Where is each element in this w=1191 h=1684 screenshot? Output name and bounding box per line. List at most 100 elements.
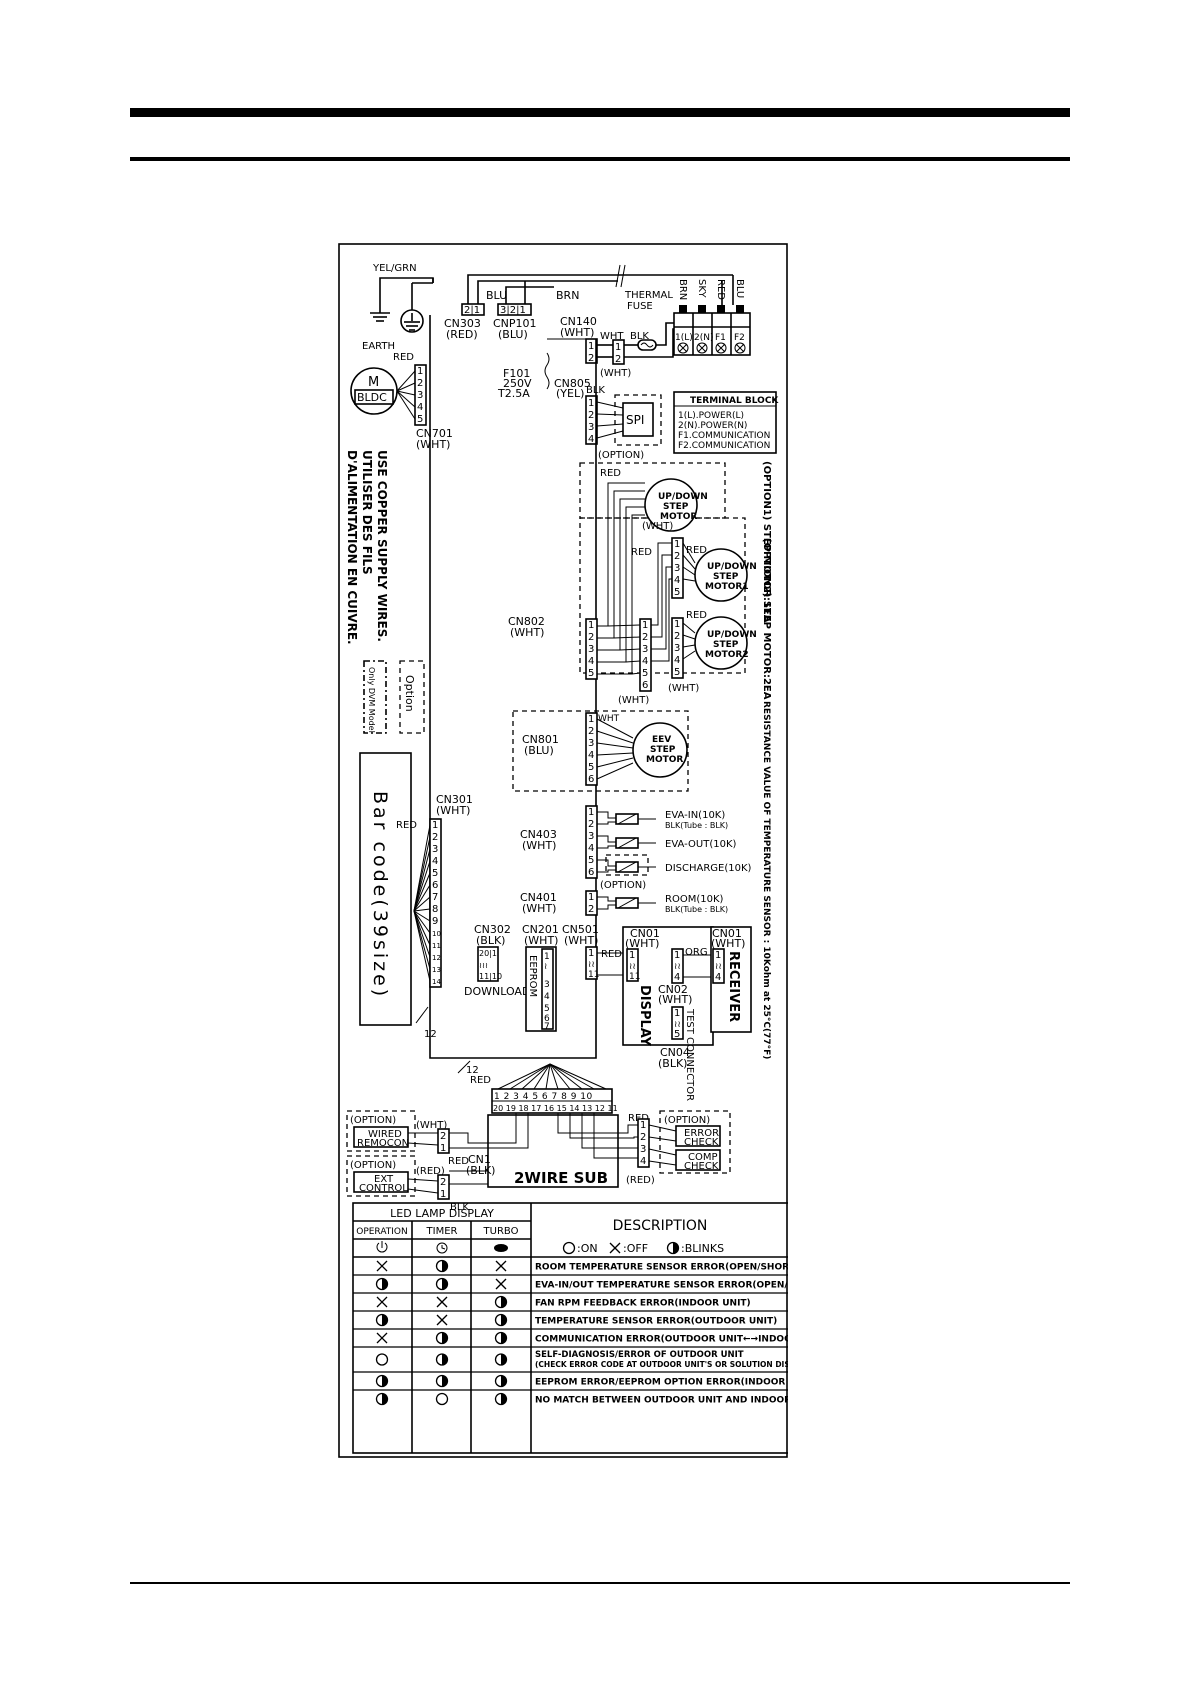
svg-text:7: 7 xyxy=(432,892,438,903)
col-turbo: TURBO xyxy=(483,1226,519,1237)
led-row: SELF-DIAGNOSIS/ERROR OF OUTDOOR UNIT(CHE… xyxy=(353,1350,788,1373)
svg-text:11: 11 xyxy=(432,942,441,950)
led-blink-icon xyxy=(435,1353,449,1366)
legend-blink-icon xyxy=(666,1241,680,1255)
label-12b: 12 xyxy=(466,1065,479,1076)
cn301-header xyxy=(429,818,442,988)
label-cn301: CN301 xyxy=(436,793,473,806)
label-cn801-color: (BLU) xyxy=(524,744,554,757)
svg-text:11|10: 11|10 xyxy=(479,972,502,981)
label-cn1-color: (BLK) xyxy=(466,1164,495,1177)
cn805-header xyxy=(585,395,598,445)
label-cn04: CN04 xyxy=(660,1046,690,1059)
label-cn501: CN501 xyxy=(562,923,599,936)
label-red-err: (RED) xyxy=(626,1175,655,1186)
label-wht-eev: WHT xyxy=(598,714,620,724)
label-earth: EARTH xyxy=(362,341,395,352)
svg-text:1: 1 xyxy=(588,714,594,725)
svg-text:1: 1 xyxy=(588,398,594,409)
earth-section: YEL/GRN EARTH xyxy=(362,263,434,352)
resistance-note: RESISTANCE VALUE OF TEMPERATURE SENSOR :… xyxy=(761,701,771,1059)
legend-off-icon xyxy=(609,1242,621,1254)
svg-text:5: 5 xyxy=(417,414,423,425)
svg-text:3: 3 xyxy=(642,644,648,655)
label-f101-a: T2.5A xyxy=(497,387,530,400)
svg-text:3: 3 xyxy=(432,844,438,855)
error-check-box xyxy=(675,1125,721,1147)
svg-text:2: 2 xyxy=(440,1131,446,1142)
led-blink-icon xyxy=(494,1295,508,1309)
fuse-f101-icon xyxy=(544,352,550,390)
svg-text:4: 4 xyxy=(588,750,594,761)
legend-blink-label: :BLINKS xyxy=(681,1242,724,1255)
spi-module xyxy=(622,402,654,437)
svg-text:1: 1 xyxy=(674,1008,680,1019)
wire-brn-label: BRN xyxy=(677,279,688,300)
svg-text:5: 5 xyxy=(674,1029,680,1040)
step-motor-l2: STEP xyxy=(663,502,689,512)
label-wht-m1: (WHT) xyxy=(642,521,673,532)
svg-text:2: 2 xyxy=(588,726,594,737)
label-cn303-color: (RED) xyxy=(446,328,478,341)
label-cn302: CN302 xyxy=(474,923,511,936)
label-wht-cn802b: (WHT) xyxy=(618,695,649,706)
svg-text:8: 8 xyxy=(432,904,438,915)
led-off-icon xyxy=(376,1332,388,1344)
svg-text:3: 3 xyxy=(674,643,680,654)
svg-text:3: 3 xyxy=(588,422,594,433)
label-comp-l2: CHECK xyxy=(684,1161,719,1172)
sub-pins-bottom: 20 19 18 17 16 15 14 13 12 11 xyxy=(493,1104,618,1113)
label-cn805-color: (YEL) xyxy=(556,387,584,400)
bldc-motor: RED M BLDC 12 345 CN701 (WHT) xyxy=(350,352,453,451)
svg-text:3: 3 xyxy=(640,1144,646,1155)
label-red-step: RED xyxy=(600,468,621,479)
svg-text:4: 4 xyxy=(432,856,438,867)
label-cn302-color: (BLK) xyxy=(476,934,505,947)
legend-on-label: :ON xyxy=(577,1242,598,1255)
svg-text:2: 2 xyxy=(674,551,680,562)
copper-wire-notice: USE COPPER SUPPLY WIRES. UTILISER DES FI… xyxy=(345,450,389,645)
svg-text:2: 2 xyxy=(588,904,594,915)
svg-text:3: 3 xyxy=(544,980,550,990)
svg-text:≀: ≀ xyxy=(544,962,547,972)
legend-on-icon xyxy=(562,1241,576,1255)
svg-text:1: 1 xyxy=(674,950,680,961)
led-blink-icon xyxy=(375,1374,389,1388)
label-spi: SPI xyxy=(626,413,644,427)
svg-text:14: 14 xyxy=(432,978,441,986)
label-m: M xyxy=(368,375,379,390)
step-motor2-l3: MOTOR2 xyxy=(705,650,749,660)
col-timer: TIMER xyxy=(426,1226,458,1237)
tb-line-3: F1.COMMUNICATION xyxy=(678,431,770,441)
label-wired-l2: REMOCON xyxy=(357,1138,409,1149)
label-rcv-cn01: CN01 xyxy=(712,927,742,940)
cnp101-header xyxy=(497,303,532,316)
label-wired-l1: WIRED xyxy=(368,1129,402,1140)
svg-text:4: 4 xyxy=(715,972,721,983)
led-blink-icon xyxy=(494,1313,508,1327)
label-test-connector: TEST CONNECTOR xyxy=(684,1008,695,1101)
led-row: COMMUNICATION ERROR(OUTDOOR UNIT←→INDOOR… xyxy=(353,1331,788,1348)
footer-rule xyxy=(130,1582,1070,1584)
label-eva-in: EVA-IN(10K) xyxy=(665,810,725,821)
label-option-ext: (OPTION) xyxy=(350,1160,396,1171)
label-spi-option: (OPTION) xyxy=(598,450,644,461)
label-bldc: BLDC xyxy=(357,391,387,404)
turbo-icon xyxy=(494,1244,508,1252)
led-blink-icon xyxy=(494,1392,508,1406)
svg-text:2: 2 xyxy=(674,631,680,642)
label-red-m1: RED xyxy=(631,547,652,558)
ext-control-box xyxy=(353,1171,409,1193)
step-motor1-l1: UP/DOWN xyxy=(707,562,757,572)
label-rcv-cn01-color: (WHT) xyxy=(711,937,745,950)
copper-line-2: UTILISER DES FILS xyxy=(360,450,374,575)
label-cn303: CN303 xyxy=(444,317,481,330)
eev-l3: MOTOR xyxy=(646,755,683,765)
label-ext-l2: CONTROL xyxy=(359,1183,408,1194)
led-off-icon xyxy=(376,1296,388,1308)
barcode-box xyxy=(359,752,412,1026)
label-wht: WHT xyxy=(600,331,624,342)
svg-text:2: 2 xyxy=(640,1132,646,1143)
led-row: TEMPERATURE SENSOR ERROR(OUTDOOR UNIT) xyxy=(353,1313,788,1330)
mid-connectors: CN302 (BLK) 20|1 ≀≀≀ 11|10 DOWNLOAD CN20… xyxy=(464,923,625,1032)
